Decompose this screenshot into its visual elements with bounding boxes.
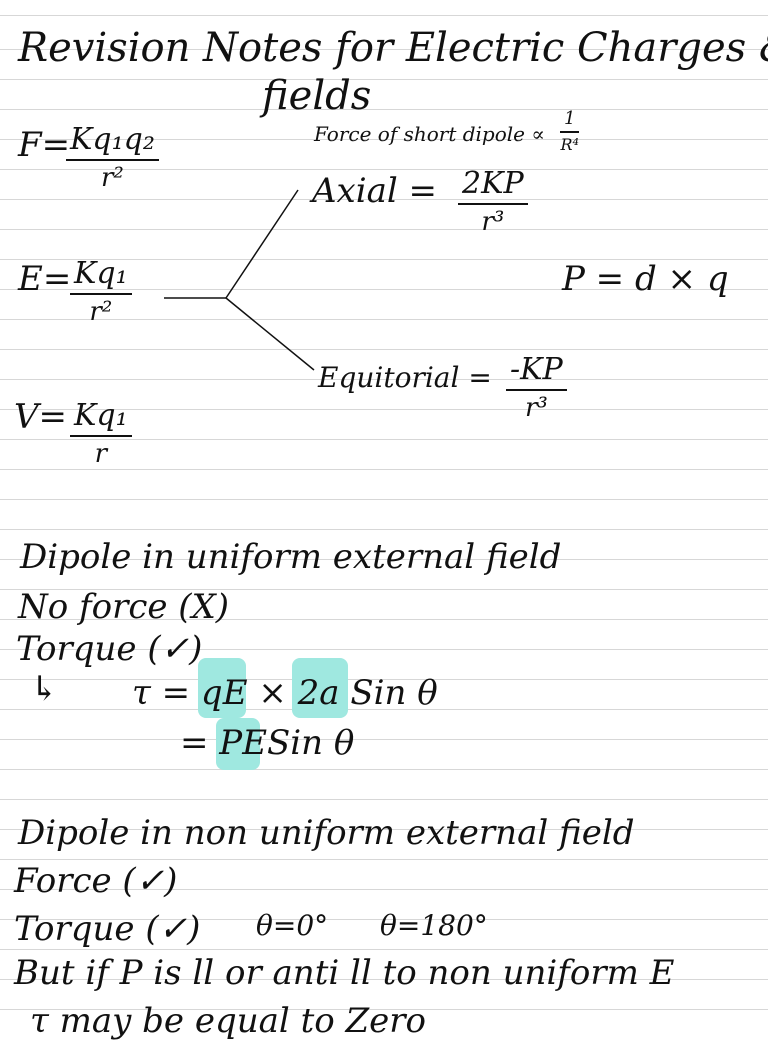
force-label: F= xyxy=(18,125,71,165)
axial-label: Axial = xyxy=(312,171,438,211)
uniform-heading: Dipole in uniform external field xyxy=(20,537,562,577)
title-line-2: fields xyxy=(262,73,372,119)
equatorial-label: Equitorial = xyxy=(318,361,492,394)
field-label: E= xyxy=(18,259,72,299)
axial-denominator: r³ xyxy=(481,207,505,237)
equatorial-numerator: -KP xyxy=(510,352,563,387)
field-fraction: Kq₁ r² xyxy=(70,256,132,327)
fraction-bar xyxy=(458,203,528,205)
nonuniform-line-zero-torque: τ may be equal to Zero xyxy=(30,1001,426,1041)
torque2-equals: = xyxy=(180,723,220,763)
fraction-bar xyxy=(70,435,132,437)
field-denominator: r² xyxy=(89,297,113,327)
potential-denominator: r xyxy=(94,439,108,469)
torque-eq-start: τ = xyxy=(132,673,201,713)
dipole-force-note: Force of short dipole ∝ xyxy=(314,122,545,146)
highlight-q xyxy=(198,658,246,718)
nonuniform-line-force: Force (✓) xyxy=(14,861,178,901)
torque-arrow-icon: ↳ xyxy=(30,669,59,709)
field-numerator: Kq₁ xyxy=(74,256,128,291)
force-fraction: Kq₁q₂ r² xyxy=(66,122,159,193)
dipole-force-fraction: 1 R⁴ xyxy=(560,108,580,154)
dipole-force-numerator: 1 xyxy=(564,108,576,129)
potential-label: V= xyxy=(14,397,68,437)
angle-zero: θ=0° xyxy=(256,909,329,942)
nonuniform-line-parallel: But if P is ll or anti ll to non uniform… xyxy=(14,953,675,993)
axial-numerator: 2KP xyxy=(462,166,524,201)
torque2-p: P xyxy=(219,723,243,763)
equatorial-fraction: -KP r³ xyxy=(506,352,567,423)
branch-to-equatorial-line xyxy=(225,297,315,371)
uniform-line-no-force: No force (X) xyxy=(18,587,230,627)
torque2-end: ESin θ xyxy=(242,723,355,763)
equatorial-denominator: r³ xyxy=(524,393,548,423)
nonuniform-line-torque: Torque (✓) xyxy=(14,909,201,949)
dipole-force-denominator: R⁴ xyxy=(560,135,579,154)
torque-end: Sin θ xyxy=(339,673,438,713)
torque-q: q xyxy=(200,673,223,713)
fraction-bar xyxy=(70,293,132,295)
torque-middle: E × xyxy=(222,673,298,713)
uniform-line-torque: Torque (✓) xyxy=(16,629,203,669)
axial-fraction: 2KP r³ xyxy=(458,166,528,237)
force-numerator: Kq₁q₂ xyxy=(70,122,155,157)
title-line-1: Revision Notes for Electric Charges & xyxy=(18,25,768,71)
highlight-p xyxy=(216,718,260,770)
potential-fraction: Kq₁ r xyxy=(70,398,132,469)
branch-to-axial-line xyxy=(225,189,299,299)
torque-2a: 2a xyxy=(297,673,340,713)
highlight-2a xyxy=(292,658,348,718)
angle-180: θ=180° xyxy=(380,909,488,942)
torque-equation-2: = PESin θ xyxy=(180,726,354,760)
dipole-moment-formula: P = d × q xyxy=(562,259,729,299)
fraction-bar xyxy=(506,389,567,391)
fraction-bar xyxy=(560,131,580,133)
potential-numerator: Kq₁ xyxy=(74,398,128,433)
nonuniform-heading: Dipole in non uniform external field xyxy=(18,813,635,853)
torque-equation: τ = qE × 2a Sin θ xyxy=(132,676,438,710)
force-denominator: r² xyxy=(101,163,124,193)
fraction-bar xyxy=(66,159,159,161)
